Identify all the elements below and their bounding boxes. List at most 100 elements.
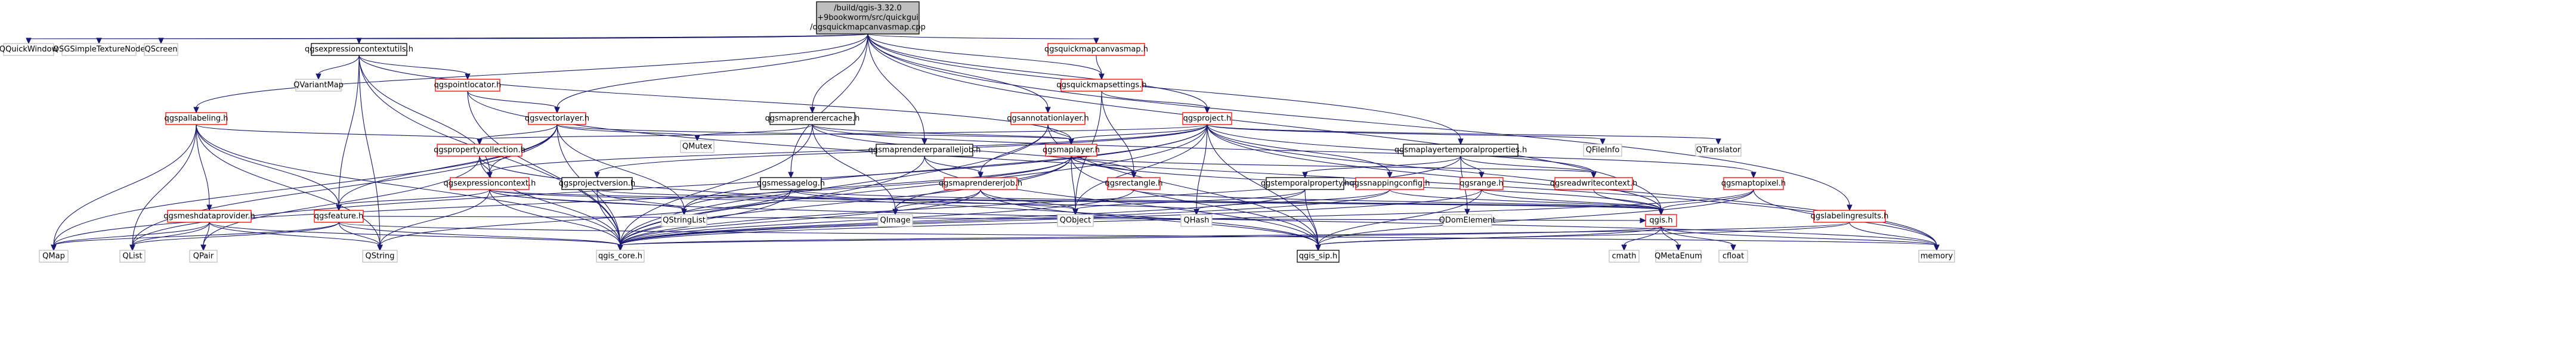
node-qgstemporalproperty-h[interactable]: qgstemporalproperty.h	[1261, 177, 1349, 190]
node-qgsmaplayer-h[interactable]: qgsmaplayer.h	[1043, 144, 1100, 157]
node-label: /qgsquickmapcanvasmap.cpp	[810, 23, 926, 32]
node-root: /build/qgis-3.32.0+9bookworm/src/quickgu…	[810, 1, 926, 35]
node-qlist: QList	[119, 250, 146, 263]
node-box	[39, 250, 69, 263]
node-qgsquickmapcanvasmap-h[interactable]: qgsquickmapcanvasmap.h	[1044, 43, 1148, 56]
edge-qgsexpressioncontext_h-to-qstring	[377, 189, 490, 251]
edge-qgsproject_h-to-qtranslator	[1207, 124, 1721, 145]
node-label: QDomElement	[1439, 216, 1496, 225]
node-label: qgsvectorlayer.h	[525, 114, 589, 123]
node-qgsfeature-h[interactable]: qgsfeature.h	[314, 210, 364, 223]
edge-qgis_h-to-qgis_core_h	[617, 226, 1662, 251]
node-qstringlist: QStringList	[661, 214, 707, 227]
node-qgsmaptopixel-h[interactable]: qgsmaptopixel.h	[1721, 177, 1786, 190]
node-box	[680, 140, 715, 153]
edge-qgsmaprendererjob_h-to-qobject	[980, 189, 1078, 216]
edge-qgsfeature_h-to-qlist	[129, 222, 339, 251]
node-qgsmaprenderercache-h[interactable]: qgsmaprenderercache.h	[765, 112, 860, 125]
edge-qgis_h-to-qmetaenum	[1660, 226, 1681, 251]
edge-root-to-qgsvectorlayer_h	[554, 33, 868, 114]
node-label: qgsquickmapcanvasmap.h	[1044, 45, 1148, 54]
node-box	[1609, 250, 1640, 263]
edge-qgsmaprenderercache_h-to-qgsmaptopixel_h	[812, 124, 1756, 179]
node-qgsexpressioncontextutils-h[interactable]: qgsexpressioncontextutils.h	[305, 43, 413, 56]
node-box	[144, 43, 178, 56]
node-qgsprojectversion-h[interactable]: qgsprojectversion.h	[559, 177, 635, 190]
node-qgssnappingconfig-h[interactable]: qgssnappingconfig.h	[1349, 177, 1430, 190]
node-qgis-core-h: qgis_core.h	[596, 250, 645, 263]
node-box	[1355, 177, 1424, 190]
node-box	[1182, 112, 1232, 125]
node-label: QMap	[42, 252, 65, 261]
node-qgsproject-h[interactable]: qgsproject.h	[1182, 112, 1232, 125]
node-label: QPair	[193, 252, 214, 261]
node-qgis-sip-h[interactable]: qgis_sip.h	[1297, 250, 1340, 263]
nodes-layer: /build/qgis-3.32.0+9bookworm/src/quickgu…	[0, 1, 1955, 263]
node-box	[944, 177, 1018, 190]
node-label: QHash	[1184, 216, 1210, 225]
node-qpair: QPair	[189, 250, 218, 263]
node-qgsmaplayertemporalproperties-h[interactable]: qgsmaplayertemporalproperties.h	[1394, 144, 1527, 157]
node-label: qgsmaprendererparalleljob.h	[868, 146, 981, 155]
node-qvariantmap: QVariantMap	[293, 79, 344, 92]
node-qquickwindow: QQuickWindow	[0, 43, 58, 56]
node-label: QStringList	[663, 216, 706, 225]
node-box	[1554, 177, 1633, 190]
node-qhash: QHash	[1180, 214, 1213, 227]
edge-root-to-qgsmaplayertemporalproperties_h	[867, 33, 1464, 145]
node-qgsmeshdataprovider-h[interactable]: qgsmeshdataprovider.h	[163, 210, 255, 223]
edge-qgis_h-to-cmath	[1621, 226, 1662, 251]
node-box	[1057, 214, 1094, 227]
node-box	[450, 177, 530, 190]
node-qgslabelingresults-h[interactable]: qgslabelingresults.h	[1811, 210, 1889, 223]
node-box	[1047, 43, 1145, 56]
node-qgsannotationlayer-h[interactable]: qgsannotationlayer.h	[1007, 112, 1089, 125]
node-box	[1723, 177, 1784, 190]
edge-qgis_h-to-qgis_sip_h	[1315, 226, 1662, 251]
node-qgsexpressioncontext-h[interactable]: qgsexpressioncontext.h	[444, 177, 536, 190]
node-qgspallabeling-h[interactable]: qgspallabeling.h	[164, 112, 228, 125]
edge-qgsexpressioncontextutils_h-to-qgspointlocator_h	[358, 55, 471, 80]
edge-root-to-qgsproject_h	[867, 33, 1210, 114]
node-label: QMetaEnum	[1655, 252, 1702, 261]
node-qgsmessagelog-h[interactable]: qgsmessagelog.h	[757, 177, 825, 190]
edge-qgslabelingresults_h-to-qgis_sip_h	[1315, 222, 1850, 251]
node-qgsrectangle-h[interactable]: qgsrectangle.h	[1105, 177, 1163, 190]
node-qgsvectorlayer-h[interactable]: qgsvectorlayer.h	[525, 112, 589, 125]
node-qgsrange-h[interactable]: qgsrange.h	[1459, 177, 1504, 190]
node-qgsmaprendererparalleljob-h[interactable]: qgsmaprendererparalleljob.h	[868, 144, 981, 157]
node-qgspropertycollection-h[interactable]: qgspropertycollection.h	[434, 144, 525, 157]
edge-qgsexpressioncontextutils_h-to-qgsfeature_h	[336, 55, 360, 212]
node-qgis-h[interactable]: qgis.h	[1645, 214, 1677, 227]
edge-qgspallabeling_h-to-qmap	[51, 124, 197, 251]
edge-root-to-qgsquickmapcanvasmap_h	[867, 33, 1099, 45]
node-box	[876, 144, 973, 157]
node-label: qgsreadwritecontext.h	[1550, 179, 1638, 188]
node-label: QList	[123, 252, 143, 261]
node-qgsreadwritecontext-h[interactable]: qgsreadwritecontext.h	[1550, 177, 1638, 190]
node-qsgsimpletexturenode: QSGSimpleTextureNode	[53, 43, 145, 56]
node-label: qgsmaprenderercache.h	[765, 114, 860, 123]
node-box	[1918, 250, 1955, 263]
edge-qgsexpressioncontextutils_h-to-qgsexpressioncontext_h	[358, 55, 493, 179]
node-box	[596, 250, 645, 263]
node-label: qgis_core.h	[598, 252, 642, 261]
edge-qgsmaptopixel_h-to-qgis_h	[1658, 189, 1754, 216]
node-box	[295, 79, 342, 92]
node-qimage: QImage	[877, 214, 913, 227]
node-qgspointlocator-h[interactable]: qgspointlocator.h	[434, 79, 502, 92]
edge-qgsmaplayertemporalproperties_h-to-qgstemporalproperty_h	[1302, 156, 1461, 179]
node-label: qgsmeshdataprovider.h	[163, 212, 255, 221]
node-label: QScreen	[145, 45, 178, 54]
node-box	[1107, 177, 1161, 190]
edges-layer	[26, 33, 1940, 251]
node-label: QImage	[880, 216, 911, 225]
node-box	[1718, 250, 1748, 263]
node-box	[769, 112, 855, 125]
node-qgsquickmapsettings-h[interactable]: qgsquickmapsettings.h	[1056, 79, 1147, 92]
node-qgsmaprendererjob-h[interactable]: qgsmaprendererjob.h	[939, 177, 1022, 190]
node-label: +9bookworm/src/quickgui	[817, 14, 919, 23]
edge-qgstemporalproperty_h-to-qgis_sip_h	[1304, 189, 1321, 251]
edge-qgsproject_h-to-qfileinfo	[1207, 124, 1606, 145]
edge-qgsmaplayer_h-to-qgis_core_h	[617, 156, 1072, 251]
